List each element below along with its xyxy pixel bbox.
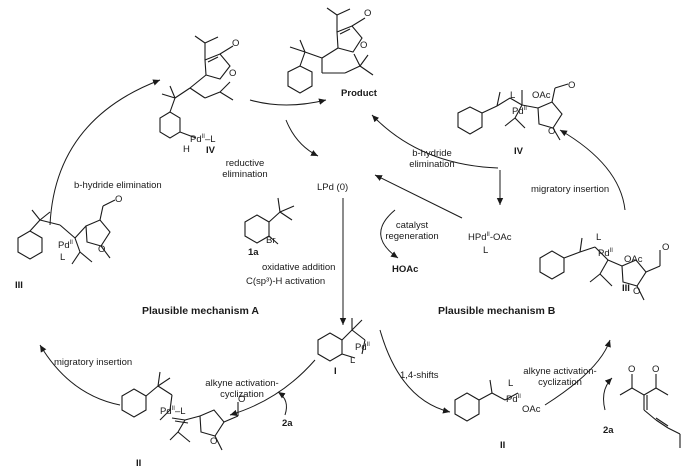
iv-left-pd-label: PdII–L [190,134,216,146]
arrow-hpd-to-lpd0 [374,174,463,219]
intermediate-ii-right [454,379,519,422]
product-label: Product [341,88,377,99]
product-ketone-o: O [364,8,372,19]
arrow-iv-to-product-right [371,114,499,169]
substrate-1a [244,197,295,245]
iv-right-ketone-o: O [568,80,576,91]
reagent-2a-o2: O [652,364,660,375]
arrow-iv-to-product [249,98,327,106]
ii-left-pd-label: PdII–L [160,406,186,418]
migratory-insertion-left-label: migratory insertion [54,357,133,368]
i-l-label: L [350,355,356,366]
intermediate-iv-right [457,83,569,141]
iv-right-furan-o: O [548,126,556,137]
hpd-oac-label: HPdII-OAc [468,232,512,244]
iii-left-pd-label: PdII [58,240,73,252]
csp3-activation-label: C(sp³)-H activation [246,276,326,287]
roman-ii-right-label: II [500,440,506,451]
intermediate-ii-left [121,371,239,451]
ii-right-l-label: L [508,378,514,389]
i-pd-label: PdII [355,342,370,354]
lpd0-label: LPd (0) [317,182,349,193]
iii-right-furan-o: O [633,286,641,297]
product-furan-o: O [360,40,368,51]
roman-iv-left-label: IV [206,145,215,156]
b-hydride-left-label: b-hydride elimination [74,180,162,191]
iv-right-pd-label: PdII [512,106,527,118]
arrow-2a-left [277,391,287,416]
ii-left-furan-o: O [210,436,218,447]
intermediate-i [317,318,366,362]
product-structure [287,7,374,94]
iii-right-pd-label: PdII [598,248,613,260]
mechanism-a-label: Plausible mechanism A [142,305,259,317]
alkyne-right-label: alkyne activation- cyclization [523,366,597,388]
iii-left-ketone-o: O [115,194,123,205]
arrow-2a-right [603,377,613,411]
arrow-to-lpd0 [285,119,319,157]
iii-left-furan-o: O [98,244,106,255]
roman-iii-left-label: III [15,280,23,291]
catalyst-regeneration-label: catalyst regeneration [385,220,439,242]
substrate-1a-label: 1a [248,247,259,258]
iii-right-oac-label: OAc [624,254,643,265]
iv-left-ketone-o: O [232,38,240,49]
hpd-l-label: L [483,245,489,256]
reagent-2a-o1: O [628,364,636,375]
arrow-iii-to-iv-right [559,129,626,211]
roman-i-label: I [334,366,337,377]
alkyne-left-label: alkyne activation- cyclization [205,378,279,400]
iii-right-ketone-o: O [662,242,670,253]
arrow-i-to-iil [229,359,316,417]
arrow-iii-to-iv-left [49,79,161,226]
roman-iv-right-label: IV [514,146,523,157]
iv-left-furan-o: O [229,68,237,79]
reductive-elimination-label: reductive elimination [222,158,268,180]
intermediate-iii-left [17,199,116,265]
reagent-2a-right-label: 2a [603,425,614,436]
iv-right-l-label: L [510,90,516,101]
b-hydride-right-label: b-hydride elimination [409,148,455,170]
iii-right-l-label: L [596,232,602,243]
intermediate-iii-right [539,237,661,301]
reagent-2a-left-label: 2a [282,418,293,429]
mechanism-b-label: Plausible mechanism B [438,305,556,317]
iv-right-oac-label: OAc [532,90,551,101]
iii-left-l-label: L [60,252,66,263]
arrow-iil-to-iiil [39,344,121,406]
reagent-2a [619,374,681,448]
roman-ii-left-label: II [136,458,142,469]
arrow-pd-to-iir [379,329,451,414]
arrow-iir-to-iiir [544,339,611,406]
iv-left-h-label: H [183,144,190,155]
hoac-label: HOAc [392,264,419,275]
roman-iii-right-label: III [622,283,630,294]
ii-right-oac-label: OAc [522,404,541,415]
arrow-catalyst-regen [380,209,399,259]
br-label: Br [266,235,276,246]
oxidative-addition-label: oxidative addition [262,262,336,273]
migratory-insertion-right-label: migratory insertion [531,184,610,195]
ii-right-pd-label: PdII [506,394,521,406]
intermediate-iv-left [159,35,234,139]
ii-left-ketone-o: O [238,394,246,405]
shifts-label: 1,4-shifts [400,370,439,381]
